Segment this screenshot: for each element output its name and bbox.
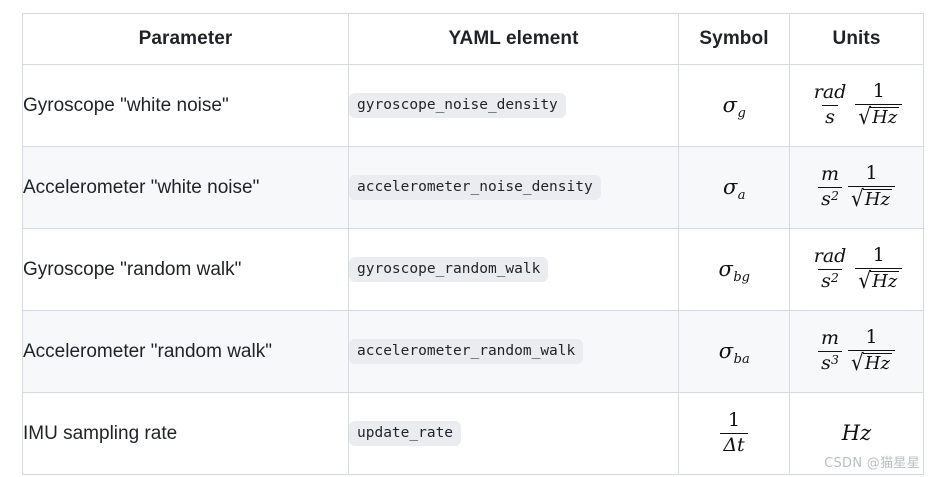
cell-parameter: IMU sampling rate (22, 392, 349, 475)
cell-symbol: 1 Δt (678, 392, 790, 475)
cell-units: rad s 1 √Hz (789, 64, 924, 147)
sqrt-symbol: √Hz (851, 348, 892, 376)
cell-parameter: Accelerometer "random walk" (22, 310, 349, 393)
cell-yaml-element: update_rate (348, 392, 679, 475)
yaml-code-chip: update_rate (349, 420, 462, 447)
yaml-code-chip: accelerometer_noise_density (349, 174, 601, 201)
parameter-table: Parameter YAML element Symbol Units Gyro… (22, 13, 924, 475)
units-fraction-right: 1 √Hz (855, 81, 903, 130)
column-header-parameter: Parameter (22, 13, 349, 65)
units-fraction-right: 1 √Hz (855, 245, 903, 294)
symbol-one-over-delta-t: 1 Δt (720, 410, 748, 456)
symbol-sigma-ba: σba (718, 338, 750, 367)
column-header-yaml-element: YAML element (348, 13, 679, 65)
cell-parameter: Gyroscope "white noise" (22, 64, 349, 147)
units-fraction-left: m s3 (818, 328, 842, 374)
sqrt-symbol: √Hz (858, 266, 900, 294)
units-fraction-right: 1 √Hz (848, 327, 895, 376)
cell-parameter: Accelerometer "white noise" (22, 146, 349, 229)
column-header-symbol: Symbol (678, 13, 790, 65)
table-row: Gyroscope "white noise" gyroscope_noise_… (22, 64, 924, 147)
cell-units: m s3 1 √Hz (789, 310, 924, 393)
yaml-code-chip: accelerometer_random_walk (349, 338, 584, 365)
table-body: Gyroscope "white noise" gyroscope_noise_… (22, 64, 924, 475)
sqrt-symbol: √Hz (851, 184, 892, 212)
cell-units: rad s2 1 √Hz (789, 228, 924, 311)
cell-symbol: σbg (678, 228, 790, 311)
table-header-row: Parameter YAML element Symbol Units (22, 13, 924, 65)
table-row: IMU sampling rate update_rate 1 Δt (22, 392, 924, 475)
cell-symbol: σa (678, 146, 790, 229)
yaml-code-chip: gyroscope_noise_density (349, 92, 566, 119)
cell-symbol: σba (678, 310, 790, 393)
symbol-sigma-bg: σbg (718, 256, 751, 285)
cell-yaml-element: accelerometer_random_walk (348, 310, 679, 393)
units-expression: rad s2 1 √Hz (811, 245, 903, 294)
parameter-table-container: Parameter YAML element Symbol Units Gyro… (22, 13, 924, 475)
table-row: Accelerometer "random walk" acceleromete… (22, 310, 924, 393)
units-expression: rad s 1 √Hz (811, 81, 903, 130)
table-row: Gyroscope "random walk" gyroscope_random… (22, 228, 924, 311)
sqrt-symbol: √Hz (858, 102, 900, 130)
table-header: Parameter YAML element Symbol Units (22, 13, 924, 65)
cell-units: m s2 1 √Hz (789, 146, 924, 229)
units-fraction-right: 1 √Hz (848, 163, 895, 212)
units-fraction-left: rad s (813, 81, 847, 128)
units-fraction-left: rad s2 (813, 245, 847, 292)
symbol-sigma-a: σa (722, 174, 746, 203)
cell-yaml-element: gyroscope_random_walk (348, 228, 679, 311)
units-expression: m s3 1 √Hz (818, 327, 895, 376)
cell-yaml-element: accelerometer_noise_density (348, 146, 679, 229)
column-header-units: Units (789, 13, 924, 65)
cell-yaml-element: gyroscope_noise_density (348, 64, 679, 147)
units-fraction-left: m s2 (818, 164, 842, 210)
yaml-code-chip: gyroscope_random_walk (349, 256, 549, 283)
cell-parameter: Gyroscope "random walk" (22, 228, 349, 311)
units-expression: m s2 1 √Hz (818, 163, 895, 212)
table-row: Accelerometer "white noise" acceleromete… (22, 146, 924, 229)
units-hz: Hz (841, 420, 872, 445)
cell-symbol: σg (678, 64, 790, 147)
cell-units: Hz (789, 392, 924, 475)
symbol-sigma-g: σg (722, 92, 746, 121)
